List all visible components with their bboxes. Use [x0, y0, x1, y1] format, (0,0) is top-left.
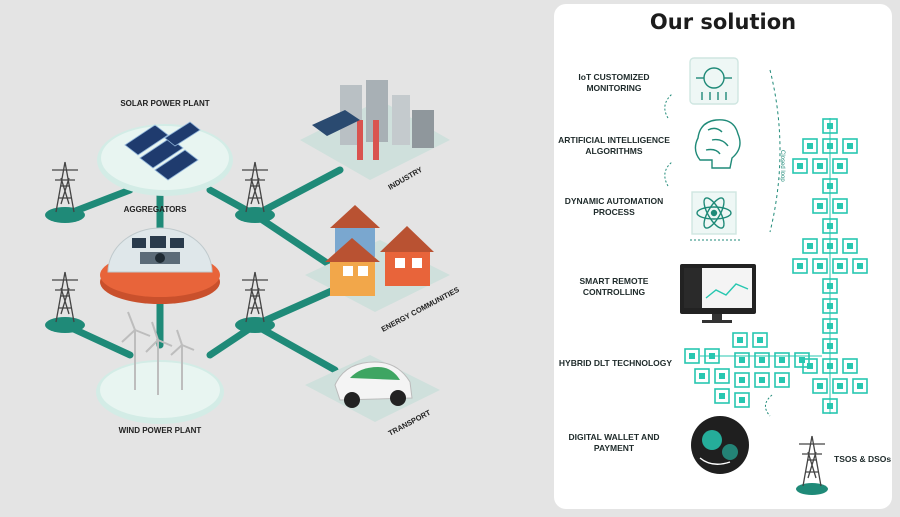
solution-remote-label: SMART REMOTE CONTROLLING: [579, 276, 649, 297]
solution-dlt-label: HYBRID DLT TECHNOLOGY: [558, 358, 673, 368]
wind-power-plant: [96, 311, 224, 424]
aggregators-label: AGGREGATORS: [124, 205, 187, 214]
brain-icon: [694, 119, 741, 169]
solution-wallet-label: DIGITAL WALLET AND PAYMENT: [568, 432, 660, 453]
aggregators-dome: [100, 227, 220, 304]
tsos-label: TSOS & DSOs: [834, 454, 891, 464]
solution-iot-label: IoT CUSTOMIZED MONITORING: [578, 72, 650, 93]
tsos-tower-icon: [796, 435, 828, 495]
iot-chip-icon: [689, 57, 739, 105]
solution-ai-label: ARTIFICIAL INTELLIGENCE ALGORITHMS: [558, 135, 670, 156]
wallet-icon: [691, 416, 749, 474]
solar-panel-icon: [124, 121, 201, 181]
solution-automation-label: DYNAMIC AUTOMATION PROCESS: [564, 196, 664, 217]
panel-title: Our solution: [649, 10, 797, 34]
industry-building: INDUSTRY: [300, 80, 450, 192]
solar-power-plant-label: SOLAR POWER PLANT: [120, 99, 209, 108]
wind-power-plant-label: WIND POWER PLANT: [119, 426, 202, 435]
blockchain-icon: [684, 118, 868, 414]
solar-power-plant: [97, 121, 233, 196]
monitor-icon: [680, 264, 756, 323]
atom-icon: [691, 191, 737, 235]
closed-loop-label: Closed loop: [779, 150, 785, 182]
wind-turbine-icon: [121, 311, 195, 395]
